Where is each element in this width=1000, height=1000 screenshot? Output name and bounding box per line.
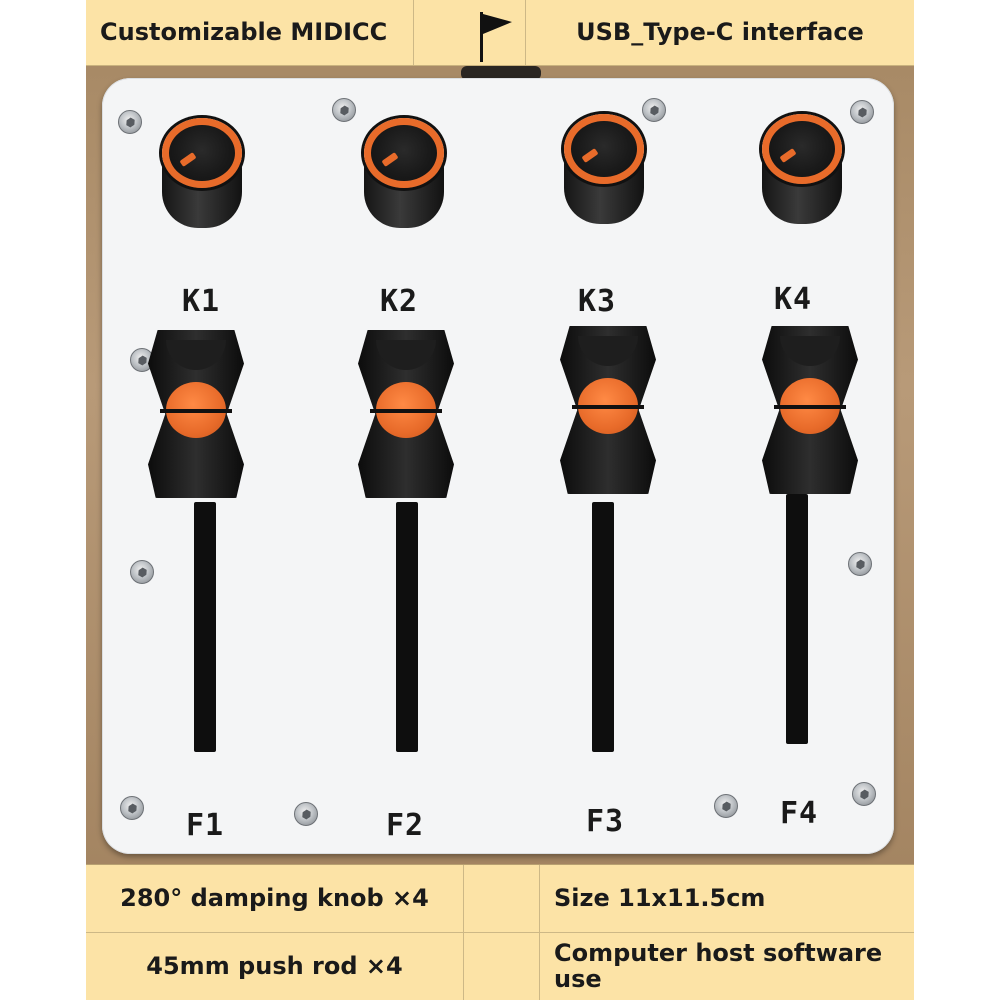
fader-label-f1: F1 — [186, 808, 225, 843]
spec-size-text: Size 11x11.5cm — [554, 883, 766, 912]
screw — [118, 110, 142, 134]
fader-track-f3 — [592, 502, 614, 752]
knob-label-k1: K1 — [182, 284, 221, 319]
device-photo: K1 K2 K3 K4 — [86, 66, 914, 864]
fader-track-f1 — [194, 502, 216, 752]
rotary-knob-k2[interactable] — [356, 118, 452, 230]
screw — [714, 794, 738, 818]
rotary-knob-k4[interactable] — [754, 114, 850, 226]
spec-pushrod-text: 45mm push rod ×4 — [86, 933, 464, 1000]
bottom-banner: 280° damping knob ×4 Size 11x11.5cm 45mm… — [86, 864, 914, 1000]
top-banner-title: Customizable MIDICC — [86, 0, 414, 65]
top-banner: Customizable MIDICC USB_Type-C interface — [86, 0, 914, 66]
rotary-knob-k1[interactable] — [154, 118, 250, 230]
fader-handle-f1[interactable] — [148, 330, 244, 498]
usb-cable — [461, 66, 541, 80]
spec-software-text: Computer host software use — [554, 939, 883, 993]
fader-track-f4 — [786, 494, 808, 744]
screw — [120, 796, 144, 820]
fader-track-f2 — [396, 502, 418, 752]
bottom-banner-row-2: 45mm push rod ×4 Computer host software … — [86, 932, 914, 1000]
knob-cap — [762, 114, 842, 184]
flag-icon — [480, 12, 512, 62]
spec-spacer — [464, 865, 540, 932]
spec-spacer — [464, 933, 540, 1000]
fader-line — [160, 409, 232, 413]
screw — [850, 100, 874, 124]
rotary-knob-k3[interactable] — [556, 114, 652, 226]
controller-panel: K1 K2 K3 K4 — [102, 78, 894, 854]
fader-label-f4: F4 — [780, 796, 819, 831]
fader-line — [370, 409, 442, 413]
screw — [130, 560, 154, 584]
spec-knob-text: 280° damping knob ×4 — [86, 865, 464, 932]
screw — [294, 802, 318, 826]
bottom-banner-row-1: 280° damping knob ×4 Size 11x11.5cm — [86, 864, 914, 932]
knob-label-k4: K4 — [774, 282, 813, 317]
fader-line — [774, 405, 846, 409]
knob-cap — [564, 114, 644, 184]
fader-handle-f4[interactable] — [762, 326, 858, 494]
fader-label-f2: F2 — [386, 808, 425, 843]
screw — [642, 98, 666, 122]
knob-label-k2: K2 — [380, 284, 419, 319]
knob-cap — [364, 118, 444, 188]
knob-cap — [162, 118, 242, 188]
screw — [852, 782, 876, 806]
screw — [848, 552, 872, 576]
top-banner-usb: USB_Type-C interface — [480, 0, 914, 65]
top-banner-spacer — [414, 0, 526, 65]
fader-handle-f3[interactable] — [560, 326, 656, 494]
fader-label-f3: F3 — [586, 804, 625, 839]
fader-line — [572, 405, 644, 409]
usb-interface-text: USB_Type-C interface — [576, 17, 864, 46]
knob-label-k3: K3 — [578, 284, 617, 319]
screw — [332, 98, 356, 122]
fader-handle-f2[interactable] — [358, 330, 454, 498]
